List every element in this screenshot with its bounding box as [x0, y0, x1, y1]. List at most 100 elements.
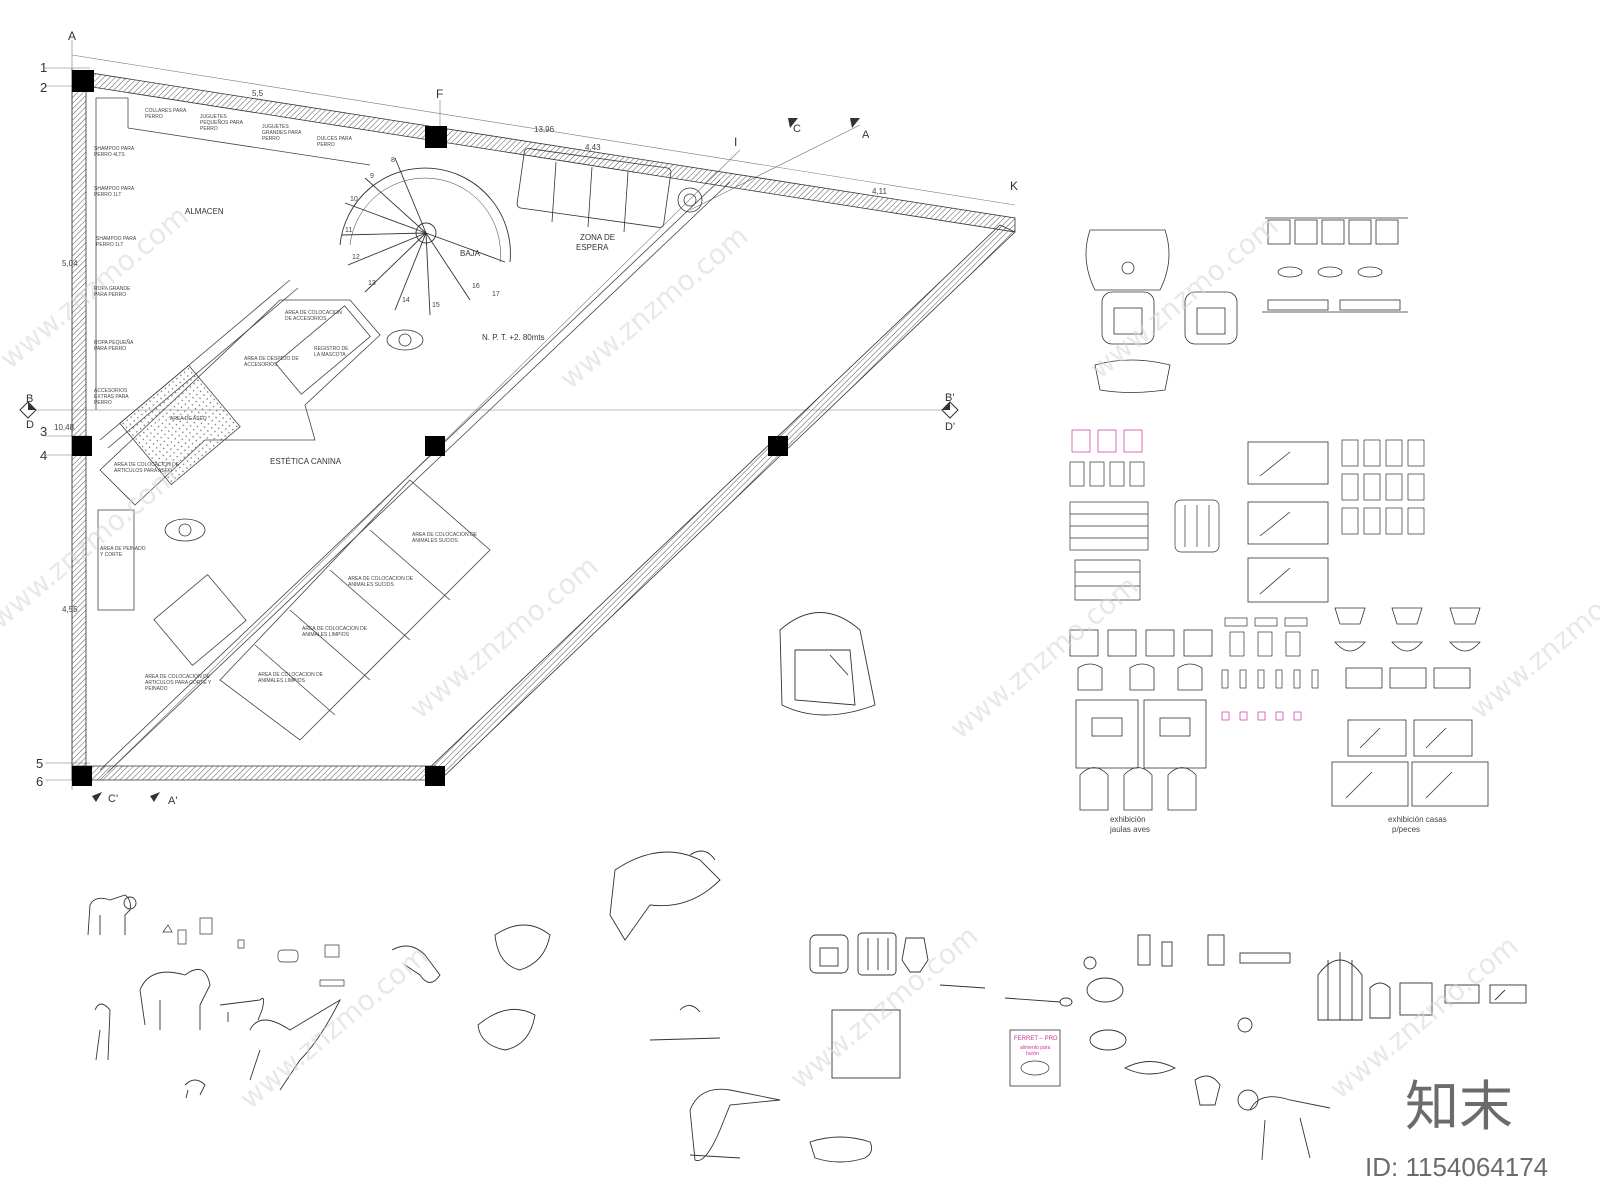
- level-npt: N. P. T. +2. 80mts: [482, 333, 545, 342]
- animal-drawings: [87, 850, 1527, 1163]
- dim-left-b: 10,48: [54, 423, 75, 432]
- grid-row-1: 1: [40, 60, 47, 75]
- stair-numbers: 8 9 10 11 12 13 14 15 16 17: [345, 157, 500, 309]
- stair-16: 16: [472, 283, 480, 290]
- dim-top-d: 4,11: [872, 187, 888, 196]
- product-grid: [1341, 439, 1425, 535]
- grid-col-i: I: [734, 135, 737, 149]
- brand-logo: 知末: [1405, 1075, 1513, 1138]
- grid-labels: A 1 2 3 4 5 6 F I K: [36, 29, 1018, 789]
- doghouse-large: [779, 612, 876, 716]
- room-almacen: ALMACEN: [185, 207, 224, 216]
- structural-columns: [72, 70, 788, 786]
- image-id: ID: 1154064174: [1365, 1152, 1548, 1182]
- dim-left-a: 5,04: [62, 259, 78, 268]
- stair-11: 11: [345, 227, 352, 234]
- ferret-title: FERRET – PRO: [1014, 1036, 1058, 1042]
- grid-col-a: A: [68, 29, 76, 43]
- section-markers: B D B' D' C A C' A': [19, 118, 959, 807]
- stair-13: 13: [368, 280, 376, 287]
- svg-text:www.znzmo.com: www.znzmo.com: [233, 939, 434, 1115]
- area-aseo: AREA DE ASEO: [170, 416, 207, 422]
- room-baja: BAJA: [460, 249, 481, 258]
- stair-17: 17: [492, 291, 500, 298]
- aquarium-tanks-upper: [1247, 441, 1329, 603]
- section-b2-label: B': [945, 392, 954, 404]
- svg-text:www.znzmo.com: www.znzmo.com: [943, 569, 1144, 745]
- small-accessories: [162, 917, 345, 987]
- room-labels: ALMACEN BAJA ZONA DE ESPERA ESTÉTICA CAN…: [185, 207, 615, 466]
- section-d-label: D: [26, 419, 34, 431]
- room-zona-espera-1: ZONA DE: [580, 233, 615, 242]
- dim-left-c: 4,55: [62, 605, 78, 614]
- waiting-sofa: [516, 148, 703, 233]
- dim-top-a: 5,5: [252, 89, 264, 98]
- stair-14: 14: [402, 297, 410, 304]
- grid-col-k: K: [1010, 179, 1018, 193]
- dim-top-c: 4,43: [585, 143, 601, 152]
- grooming-furniture: [97, 305, 491, 741]
- stair-10: 10: [350, 196, 358, 203]
- section-c-label: C: [793, 123, 801, 135]
- stair-8: 8: [391, 157, 395, 164]
- section-c2-label: C': [108, 793, 118, 805]
- room-zona-espera-2: ESPERA: [576, 243, 609, 252]
- pet-food-bottles: [1221, 617, 1319, 721]
- stair-9: 9: [370, 173, 374, 180]
- section-b-label: B: [26, 393, 33, 405]
- product-packs: [1069, 429, 1220, 601]
- ferret-sub2: hurón: [1026, 1051, 1039, 1057]
- spiral-staircase: [339, 157, 511, 316]
- room-estetica-canina: ESTÉTICA CANINA: [270, 457, 342, 466]
- grid-row-3: 3: [40, 424, 47, 439]
- dimensions: 5,5 13,96 4,43 4,11 5,04 10,48 4,55: [54, 89, 888, 614]
- section-d2-label: D': [945, 421, 955, 433]
- bird-cages: [1069, 629, 1213, 811]
- interior-lines: [95, 97, 731, 773]
- section-a-label: A: [862, 129, 870, 141]
- stair-15: 15: [432, 302, 440, 309]
- grid-col-f: F: [436, 87, 443, 101]
- pet-beds: [1085, 229, 1238, 393]
- grid-row-5: 5: [36, 756, 43, 771]
- svg-text:www.znzmo.com: www.znzmo.com: [783, 919, 984, 1095]
- section-a2-label: A': [168, 795, 177, 807]
- grid-row-2: 2: [40, 80, 47, 95]
- fish-tanks: [1331, 607, 1489, 807]
- ferret-pro-box: FERRET – PRO alimento para hurón: [1009, 1029, 1061, 1087]
- grid-row-4: 4: [40, 448, 47, 463]
- dim-top-b: 13,96: [534, 125, 555, 134]
- grid-row-6: 6: [36, 774, 43, 789]
- svg-text:www.znzmo.com: www.znzmo.com: [0, 459, 184, 635]
- svg-text:www.znzmo.com: www.znzmo.com: [1463, 549, 1600, 725]
- stair-12: 12: [352, 254, 360, 261]
- ferret-sub1: alimento para: [1020, 1045, 1051, 1051]
- svg-text:www.znzmo.com: www.znzmo.com: [1083, 209, 1284, 385]
